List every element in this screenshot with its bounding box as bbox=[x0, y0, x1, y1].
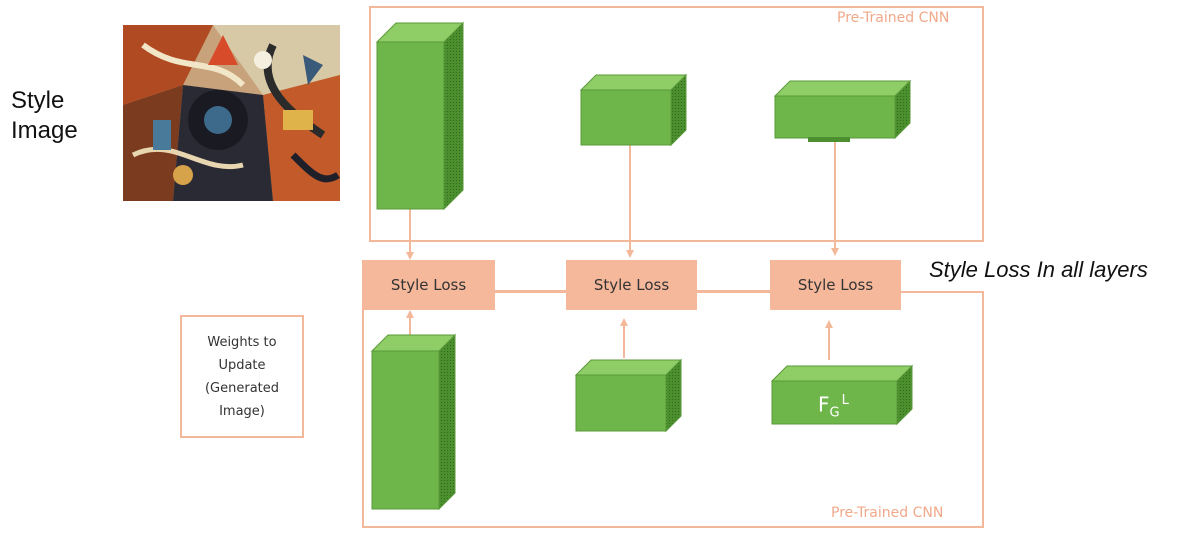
bottom-block-3 bbox=[770, 364, 914, 426]
top-block-1 bbox=[375, 21, 465, 211]
arrow-top-3 bbox=[831, 142, 839, 256]
style-image-label: Style Image bbox=[11, 86, 78, 146]
style-loss-all-layers-label: Style Loss In all layers bbox=[929, 257, 1148, 282]
bottom-block-1 bbox=[370, 333, 457, 511]
style-loss-box-2: Style Loss bbox=[566, 260, 697, 310]
arrow-bottom-3 bbox=[825, 320, 833, 360]
style-image-label-line2: Image bbox=[11, 117, 78, 144]
bottom-block-2 bbox=[574, 358, 683, 433]
weights-line2: Update bbox=[218, 357, 266, 373]
bottom-cnn-label: Pre-Trained CNN bbox=[831, 505, 944, 521]
top-block-3 bbox=[773, 79, 912, 142]
top-block-2 bbox=[579, 73, 688, 147]
feature-label-base: F bbox=[818, 392, 830, 417]
feature-label-sup: L bbox=[841, 393, 849, 408]
weights-line1: Weights to bbox=[207, 334, 277, 350]
top-cnn-label: Pre-Trained CNN bbox=[837, 10, 950, 26]
style-image bbox=[123, 25, 340, 201]
feature-label-sub: G bbox=[829, 405, 840, 421]
weights-line3: (Generated bbox=[204, 380, 280, 396]
feature-label: FGL bbox=[818, 389, 849, 426]
weights-line4: Image) bbox=[219, 403, 265, 419]
style-loss-box-3: Style Loss bbox=[770, 260, 901, 310]
style-image-painting bbox=[123, 25, 340, 201]
weights-to-update-box: Weights to Update (Generated Image) bbox=[180, 315, 304, 438]
style-image-label-line1: Style bbox=[11, 87, 65, 114]
arrow-top-1 bbox=[406, 209, 414, 260]
arrow-bottom-2 bbox=[620, 318, 628, 358]
top-cnn-box bbox=[369, 6, 984, 242]
style-loss-box-1: Style Loss bbox=[362, 260, 495, 310]
arrow-top-2 bbox=[626, 145, 634, 258]
